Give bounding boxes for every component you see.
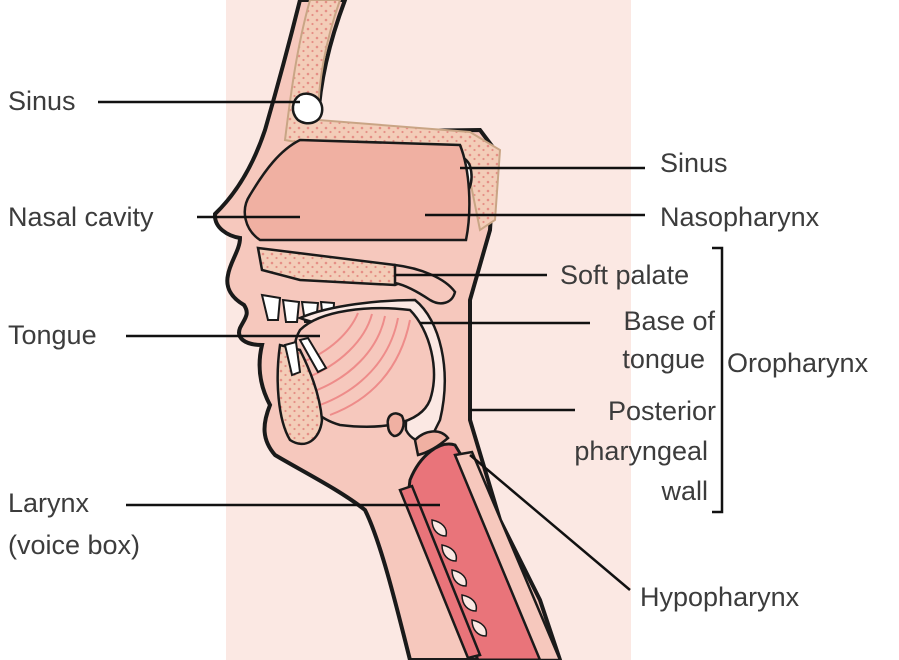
leader-lines [98, 100, 724, 591]
pharynx-tube [453, 450, 562, 660]
label-tongue-2: tongue [622, 344, 705, 374]
label-larynx: Larynx [8, 488, 90, 518]
label-nasal-cavity: Nasal cavity [8, 202, 154, 232]
label-soft-palate: Soft palate [560, 260, 690, 290]
label-oropharynx: Oropharynx [727, 348, 869, 378]
label-posterior: Posterior [607, 396, 716, 426]
label-base-of: Base of [623, 306, 715, 336]
label-sinus-left: Sinus [8, 86, 76, 116]
oropharynx-bracket [712, 246, 724, 514]
frontal-bone [283, 0, 502, 232]
tracheal-rings [431, 519, 488, 637]
label-tongue: Tongue [8, 320, 97, 350]
label-wall: wall [661, 476, 708, 506]
mandible [276, 343, 324, 446]
sinus-left-shape [291, 92, 324, 125]
label-nasopharynx: Nasopharynx [660, 202, 820, 232]
esophagus [398, 484, 482, 660]
leader-hypopharynx [469, 454, 631, 591]
label-hypopharynx: Hypopharynx [640, 582, 800, 612]
label-pharyngeal: pharyngeal [574, 436, 708, 466]
nasal-cavity-shape [243, 138, 471, 242]
label-voice-box: (voice box) [8, 530, 141, 560]
lower-teeth [283, 336, 328, 377]
hyoid [386, 412, 405, 438]
vocal-fold [413, 430, 450, 457]
label-sinus-right: Sinus [660, 148, 728, 178]
